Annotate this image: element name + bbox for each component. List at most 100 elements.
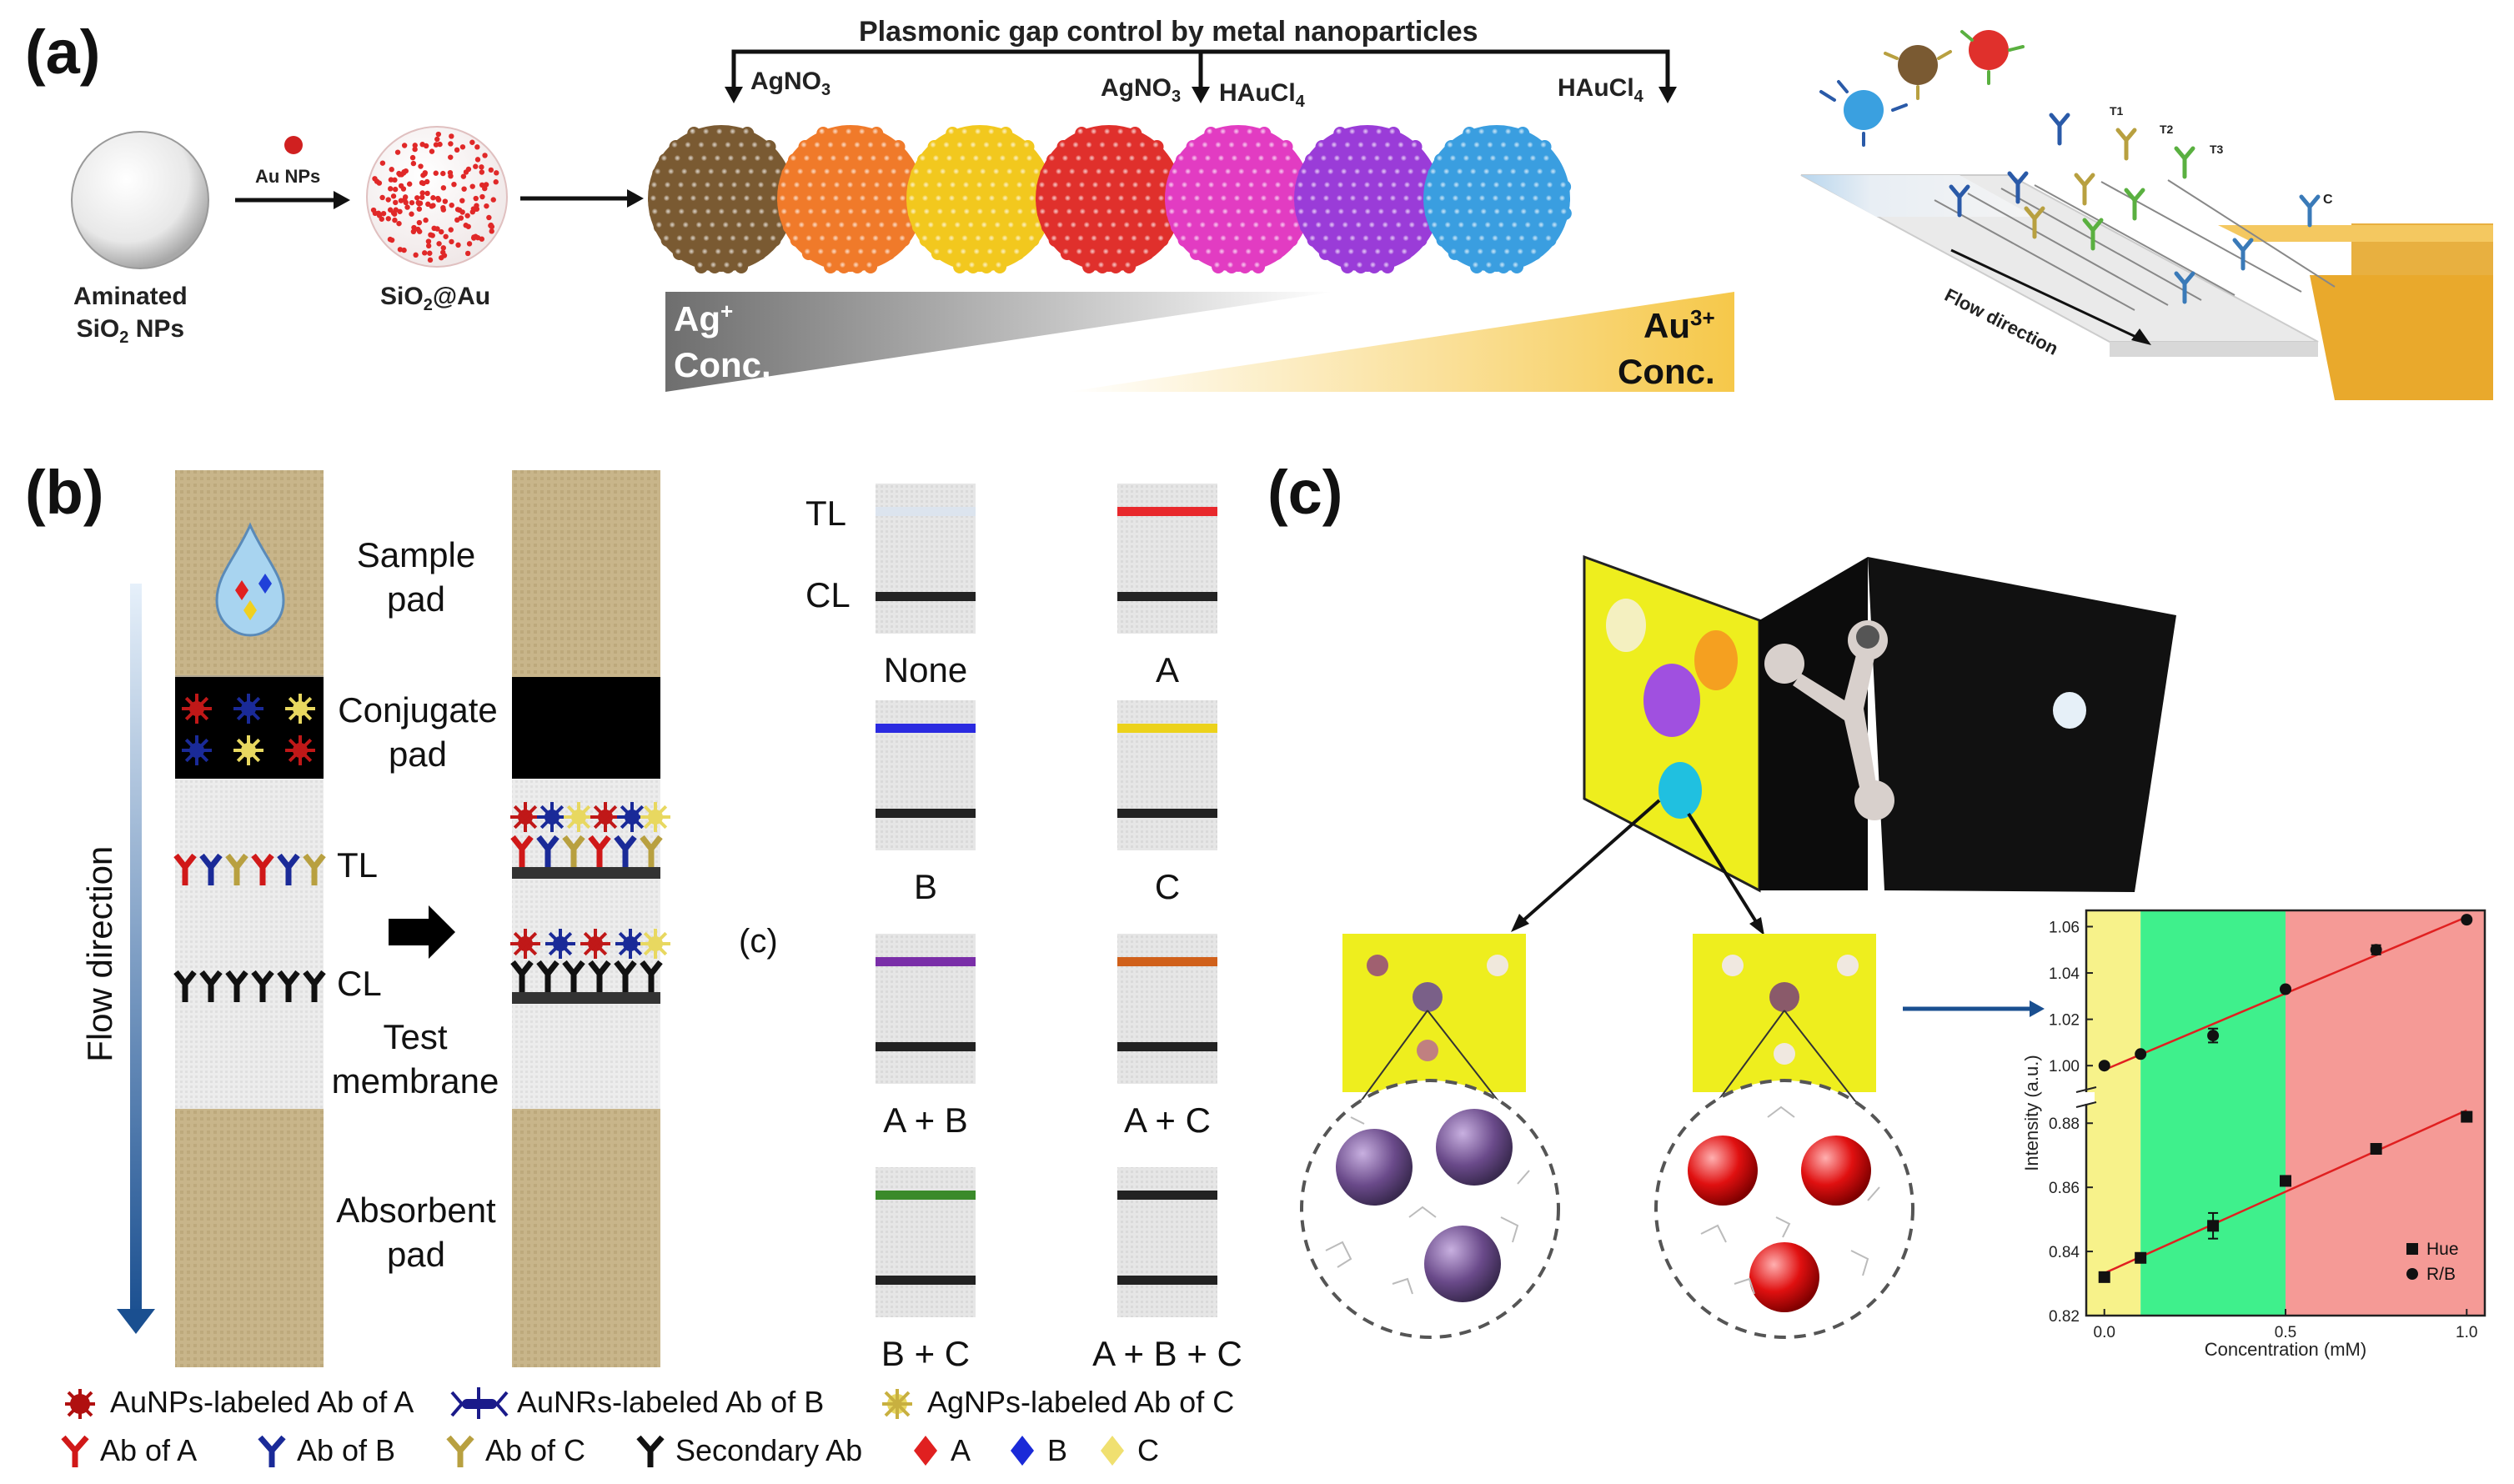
result-test-line — [876, 1191, 976, 1200]
sphere-bump — [1335, 207, 1349, 220]
sphere-bump — [767, 233, 781, 247]
sphere-bump — [1454, 167, 1468, 180]
sphere-bump — [809, 220, 823, 233]
sphere-bump — [951, 220, 966, 233]
sphere-bump — [1529, 233, 1543, 247]
sphere-bump — [1080, 167, 1094, 180]
sphere-bump — [1050, 207, 1064, 220]
sphere-bump — [735, 260, 749, 273]
capture-antibody-icon — [510, 835, 534, 867]
sphere-bump — [1438, 180, 1452, 193]
panel-c-label: (c) — [1267, 458, 1343, 527]
sphere-bump — [1458, 140, 1472, 153]
sphere-bump — [1150, 140, 1164, 153]
sphere-bump — [1424, 207, 1438, 220]
sphere-bump — [715, 180, 730, 193]
au-np-dot — [436, 241, 442, 247]
sphere-bump — [1449, 233, 1463, 247]
sphere-bump — [1342, 140, 1356, 153]
sphere-bump — [1113, 247, 1127, 260]
sphere-bump — [1127, 247, 1141, 260]
sphere-bump — [1463, 233, 1477, 247]
sphere-bump — [1516, 127, 1530, 140]
sphere-bump — [1347, 233, 1361, 247]
sphere-bump — [1447, 153, 1461, 167]
sphere-bump — [1497, 260, 1511, 273]
sphere-bump — [815, 247, 829, 260]
sphere-bump — [1152, 153, 1167, 167]
sphere-bump — [1375, 207, 1389, 220]
sphere-bump — [907, 207, 921, 220]
sphere-bump — [1245, 193, 1259, 207]
sphere-bump — [921, 180, 935, 193]
lfa-strip-before — [173, 470, 326, 1367]
sphere-bump — [765, 153, 779, 167]
aunps-conjugate-icon — [285, 735, 315, 765]
sphere-bump — [1428, 220, 1443, 233]
axis-break-mark — [2075, 1086, 2097, 1093]
sphere-bump — [1112, 153, 1127, 167]
sphere-bump — [818, 207, 832, 220]
sphere-bump — [1488, 247, 1502, 260]
au-np-dot — [376, 213, 383, 218]
sphere-bump — [1256, 247, 1270, 260]
sphere-bump — [1517, 193, 1531, 207]
sphere-bump — [740, 127, 755, 140]
result-cl-label: CL — [805, 575, 851, 614]
sphere-bump — [1498, 140, 1512, 153]
sphere-bump — [1381, 260, 1395, 273]
result-strip-body — [1117, 1167, 1217, 1317]
ag-conc-gradient — [665, 292, 1334, 392]
sphere-bump — [937, 167, 951, 180]
sphere-bump — [1366, 220, 1380, 233]
result-control-line — [1117, 1276, 1217, 1285]
sphere-bump — [1004, 167, 1018, 180]
sphere-bump — [831, 207, 846, 220]
au-np-dot — [493, 179, 499, 185]
capture-antibody-icon — [199, 853, 223, 885]
sphere-bump — [649, 207, 663, 220]
sphere-bump — [800, 153, 815, 167]
sphere-bump — [1178, 193, 1192, 207]
sphere-bump — [830, 193, 845, 207]
result-strip-label: A + B — [883, 1100, 968, 1140]
sphere-bump — [825, 140, 839, 153]
secondary-antibody-icon — [562, 960, 585, 992]
sphere-bump — [1238, 260, 1252, 273]
bound-conjugate-icon — [580, 929, 610, 959]
sphere-bump — [745, 167, 760, 180]
sphere-bump — [885, 207, 899, 220]
plasmonic-sphere — [906, 125, 1055, 273]
sphere-bump — [1455, 220, 1469, 233]
sphere-bump — [759, 167, 773, 180]
sphere-bump — [1276, 167, 1290, 180]
data-point-hue — [2207, 1220, 2220, 1232]
legend-ab-a: Ab of A — [58, 1432, 197, 1469]
sphere-bump — [742, 207, 756, 220]
sphere-bump — [1106, 167, 1121, 180]
data-point-hue — [2370, 1143, 2382, 1155]
au-np-dot — [409, 154, 416, 161]
secondary-antibody-icon — [173, 970, 197, 1002]
au-np-dot — [440, 185, 447, 191]
sphere-bump — [888, 167, 902, 180]
sphere-bump — [862, 220, 876, 233]
cl-label-strip: CL — [337, 964, 382, 1003]
sphere-bump — [1257, 127, 1272, 140]
agnps-conjugate-icon — [233, 735, 263, 765]
capture-antibody-icon — [536, 835, 560, 867]
sphere-bump — [1543, 193, 1558, 207]
au-np-dot — [416, 206, 423, 212]
sphere-bump — [1501, 247, 1515, 260]
result-strip-label: A — [1155, 650, 1179, 689]
sphere-bump — [972, 127, 986, 140]
sphere-bump — [798, 140, 812, 153]
sphere-bump — [1219, 207, 1233, 220]
au-np-dot — [464, 213, 470, 218]
sphere-bump — [1206, 207, 1220, 220]
au-np-dot — [379, 160, 386, 166]
legend-ab-c: Ab of C — [444, 1432, 585, 1469]
result-test-line — [876, 957, 976, 966]
sphere-bump — [675, 180, 690, 193]
sphere-bump — [1468, 220, 1483, 233]
